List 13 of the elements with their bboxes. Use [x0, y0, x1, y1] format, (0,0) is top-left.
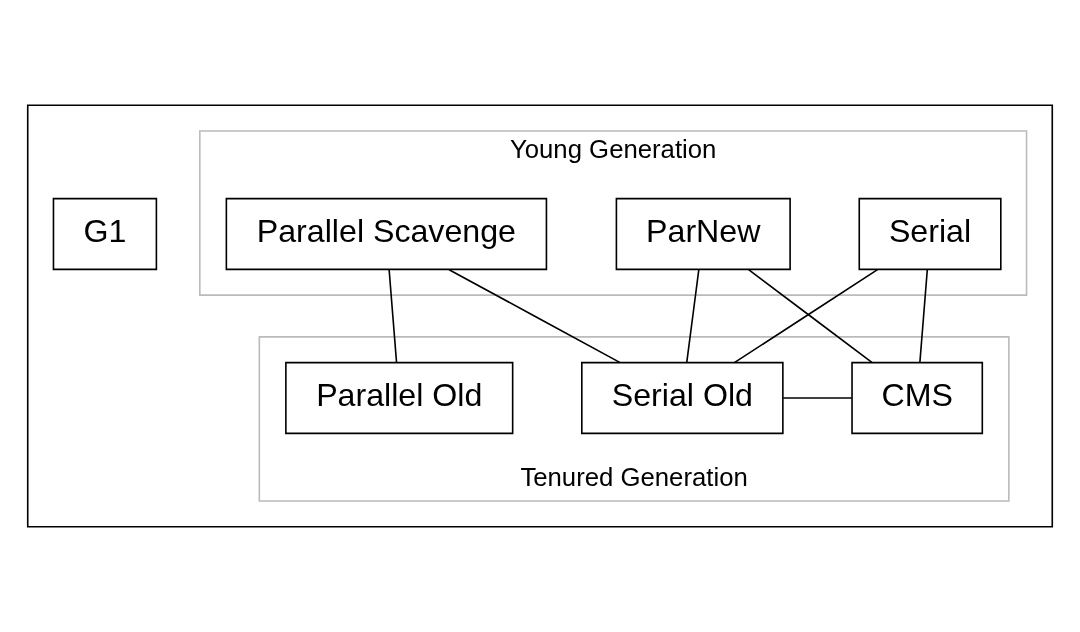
node-box: Parallel Old [285, 361, 514, 435]
cluster [26, 104, 1054, 528]
node-box: G1 [52, 197, 158, 271]
connector [919, 268, 929, 364]
node-box: Parallel Scavenge [225, 197, 548, 271]
node-box: ParNew [615, 197, 791, 271]
connector [388, 268, 398, 364]
connector [685, 268, 700, 364]
connector [782, 397, 853, 399]
node-box: Serial Old [581, 361, 784, 435]
node-box: Serial [858, 197, 1002, 271]
node-box: CMS [851, 361, 984, 435]
connector [448, 268, 621, 364]
